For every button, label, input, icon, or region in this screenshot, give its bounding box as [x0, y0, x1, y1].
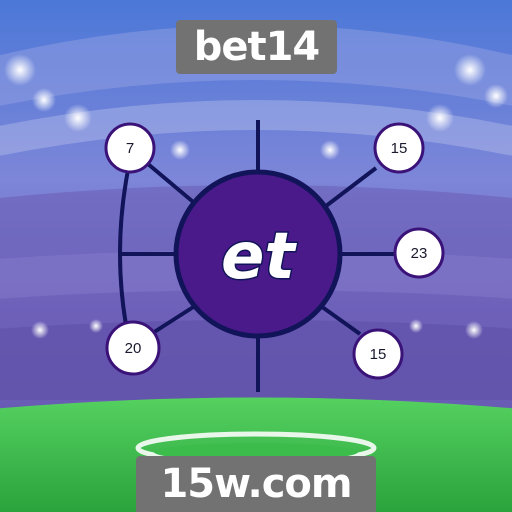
node-bottom-left: 20: [105, 320, 161, 376]
node-top-right: 15: [373, 122, 425, 174]
node-value: 20: [125, 340, 142, 357]
site-url: 15w.com: [160, 461, 352, 507]
node-value: 15: [370, 346, 387, 363]
node-value: 23: [411, 245, 428, 262]
node-value: 7: [126, 140, 134, 157]
node-right: 23: [393, 227, 445, 279]
node-bottom-right: 15: [352, 328, 404, 380]
brand-banner: bet14: [176, 20, 337, 74]
node-top-left: 7: [104, 122, 156, 174]
spoke-lines: [118, 120, 398, 392]
node-value: 15: [391, 140, 408, 157]
url-banner: 15w.com: [136, 456, 376, 512]
hub-logo-text: et: [221, 220, 297, 294]
hub: et: [173, 169, 343, 339]
brand-title: bet14: [193, 24, 321, 70]
